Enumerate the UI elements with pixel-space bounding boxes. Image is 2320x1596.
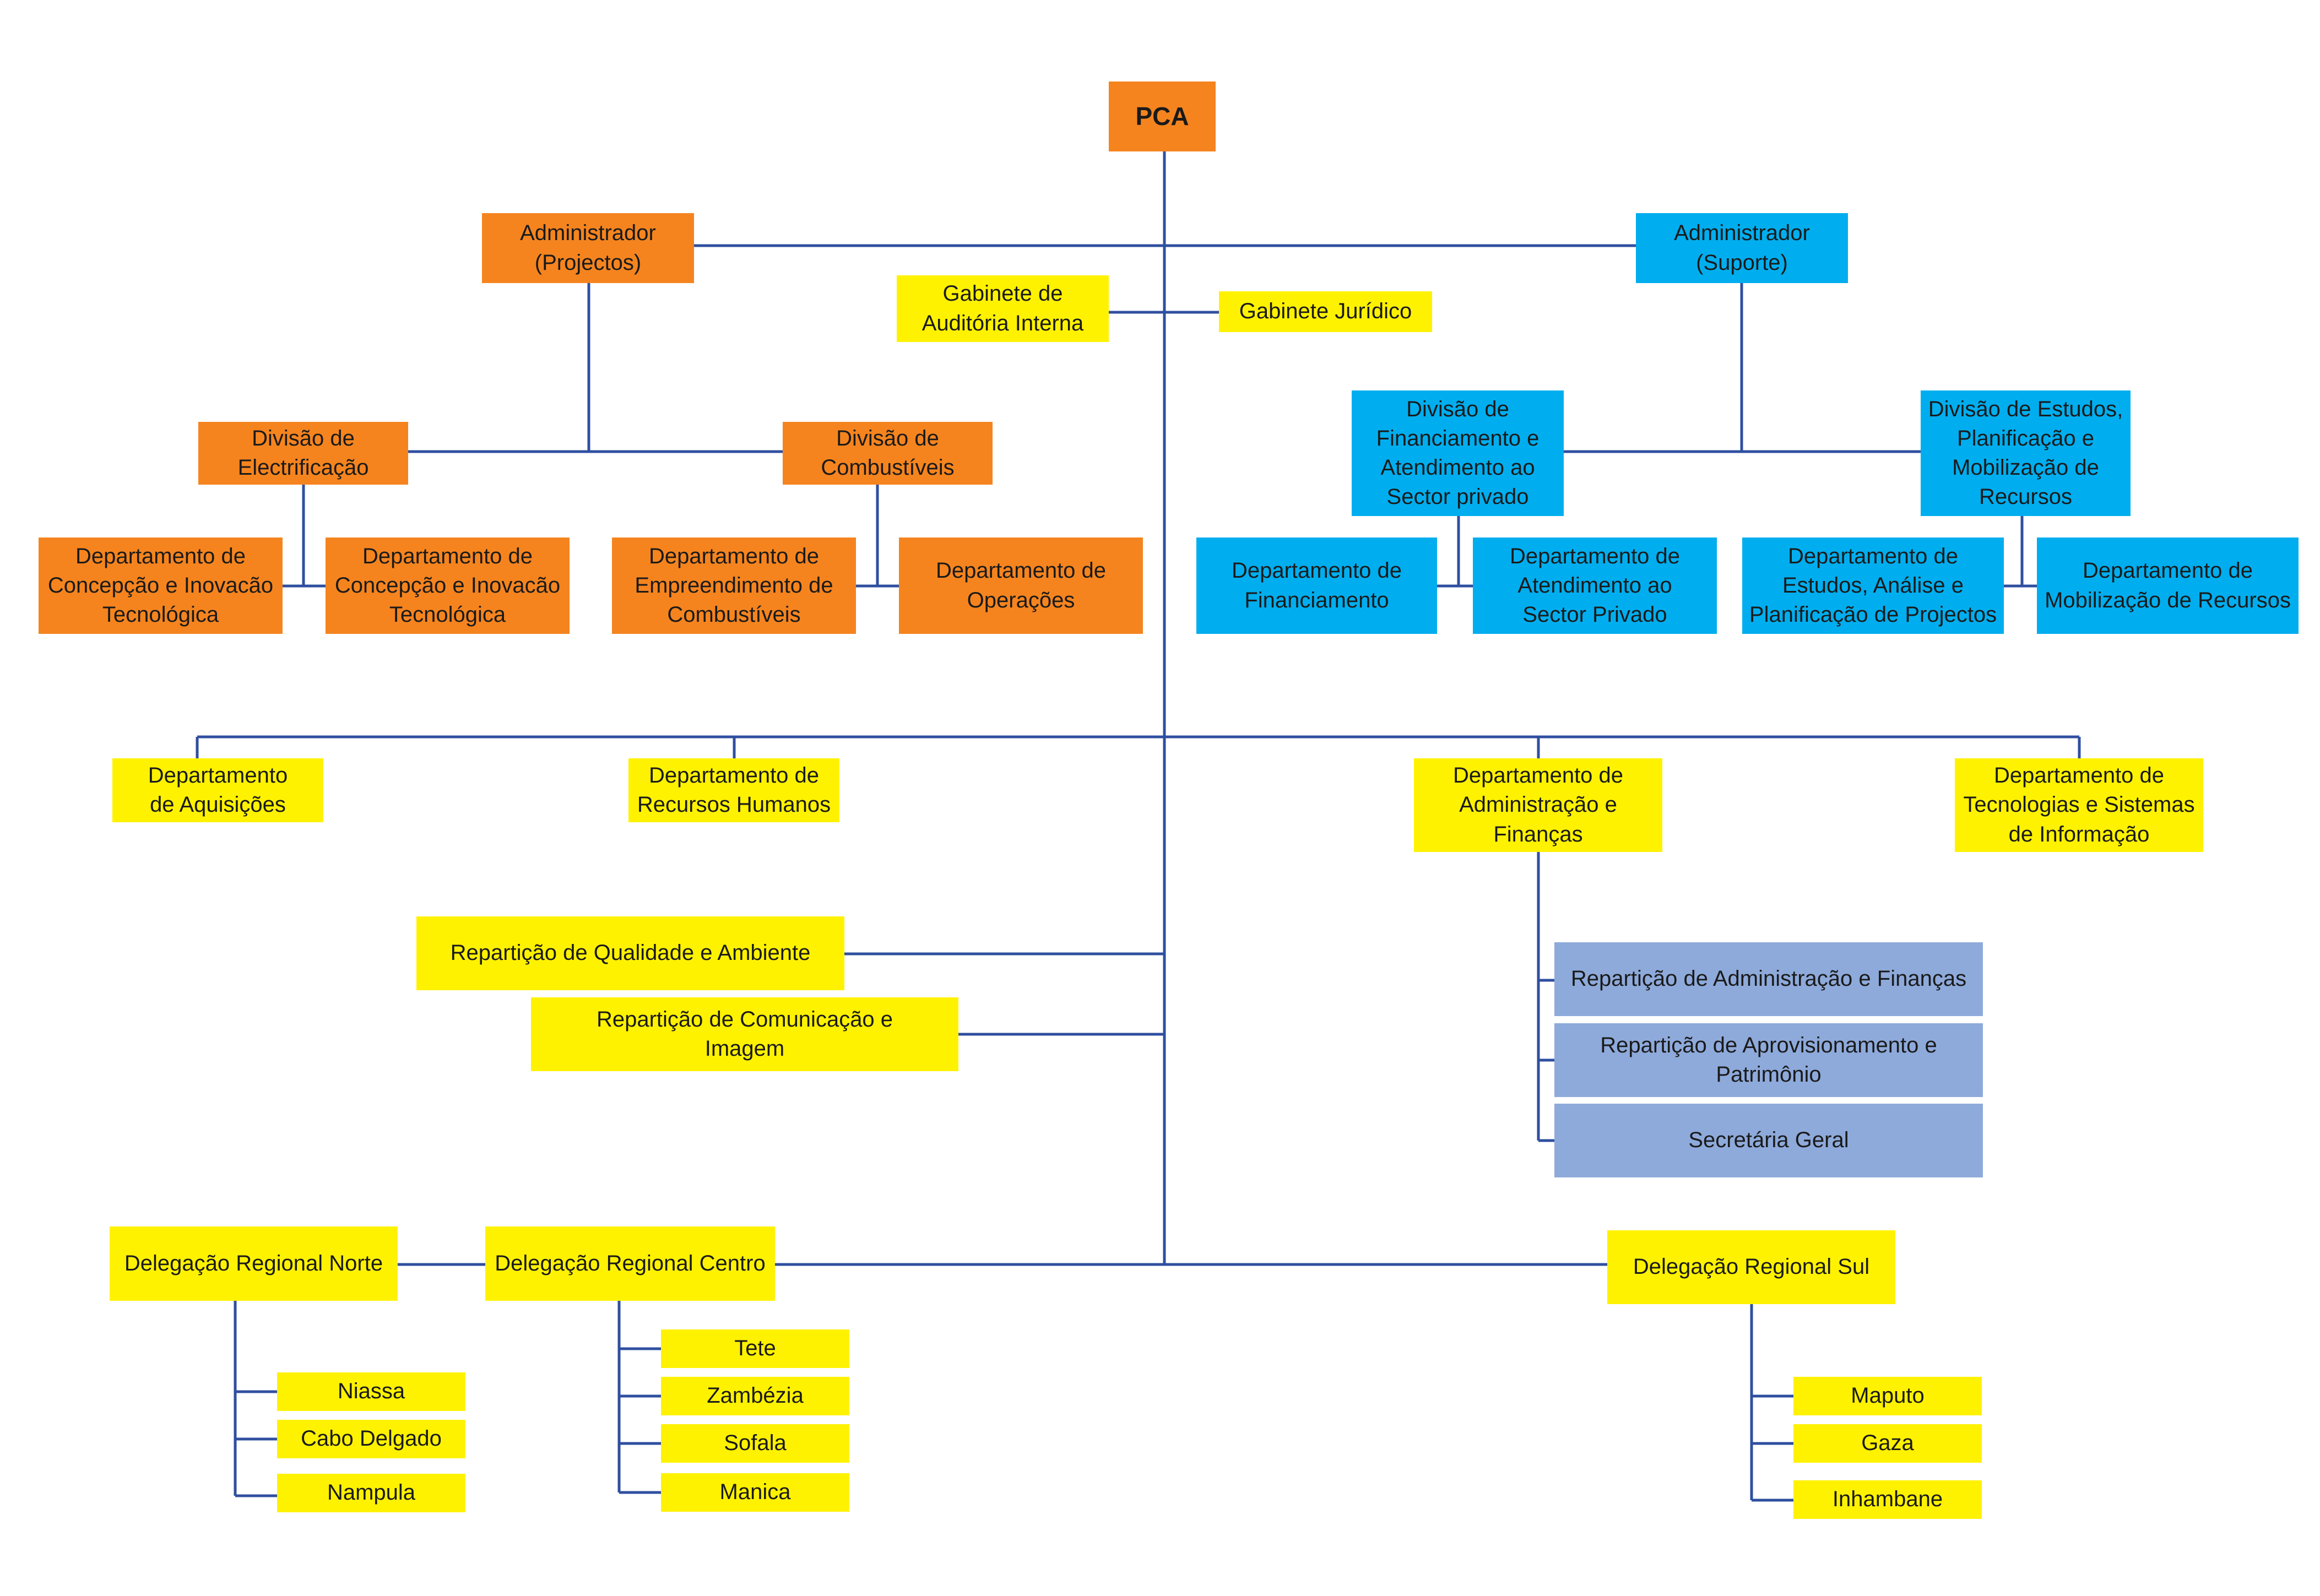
node-provincia-tete: Tete <box>661 1329 849 1368</box>
node-delegacao-sul: Delegação Regional Sul <box>1607 1230 1895 1304</box>
node-divisao-financiamento: Divisão de Financiamento e Atendimento a… <box>1352 390 1564 516</box>
node-administrador-suporte: Administrador (Suporte) <box>1636 213 1848 283</box>
node-dep-recursos-humanos: Departamento de Recursos Humanos <box>628 758 839 822</box>
node-secretaria-geral: Secretária Geral <box>1554 1104 1983 1177</box>
node-dep-estudos: Departamento de Estudos, Análise e Plani… <box>1742 538 2004 634</box>
node-gabinete-auditoria: Gabinete de Auditória Interna <box>897 275 1109 342</box>
node-provincia-nampula: Nampula <box>277 1474 465 1512</box>
node-rep-administracao-financas: Repartição de Administração e Finanças <box>1554 942 1983 1016</box>
node-rep-aprovisionamento: Repartição de Aprovisionamento e Patrimô… <box>1554 1023 1983 1097</box>
node-provincia-gaza: Gaza <box>1793 1424 1982 1463</box>
node-provincia-sofala: Sofala <box>661 1424 849 1463</box>
node-dep-mobilizacao: Departamento de Mobilização de Recursos <box>2037 538 2299 634</box>
node-provincia-zambezia: Zambézia <box>661 1377 849 1415</box>
node-provincia-maputo: Maputo <box>1793 1377 1982 1415</box>
node-dep-operacoes: Departamento de Operações <box>899 538 1143 634</box>
node-provincia-cabo-delgado: Cabo Delgado <box>277 1420 465 1458</box>
node-rep-qualidade-ambiente: Repartição de Qualidade e Ambiente <box>416 916 844 990</box>
node-dep-empreendimento: Departamento de Empreendimento de Combus… <box>612 538 856 634</box>
node-delegacao-centro: Delegação Regional Centro <box>485 1226 775 1301</box>
node-dep-administracao-financas: Departamento de Administração e Finanças <box>1414 758 1662 852</box>
node-dep-aquisicoes: Departamento de Aquisições <box>112 758 323 822</box>
node-dep-financiamento: Departamento de Financiamento <box>1196 538 1437 634</box>
node-provincia-niassa: Niassa <box>277 1372 465 1411</box>
node-divisao-electrificacao: Divisão de Electrificação <box>198 422 408 485</box>
node-divisao-estudos: Divisão de Estudos, Planificação e Mobil… <box>1921 390 2131 516</box>
node-divisao-combustiveis: Divisão de Combustíveis <box>783 422 993 485</box>
node-administrador-projectos: Administrador (Projectos) <box>482 213 694 283</box>
node-gabinete-juridico: Gabinete Jurídico <box>1219 291 1432 332</box>
node-dep-concepcao-2: Departamento de Concepção e Inovacão Tec… <box>326 538 570 634</box>
node-pca: PCA <box>1109 82 1216 151</box>
node-provincia-inhambane: Inhambane <box>1793 1480 1982 1519</box>
node-dep-concepcao-1: Departamento de Concepção e Inovacão Tec… <box>39 538 283 634</box>
node-dep-tecnologias: Departamento de Tecnologias e Sistemas d… <box>1955 758 2203 852</box>
node-dep-atendimento: Departamento de Atendimento ao Sector Pr… <box>1473 538 1717 634</box>
node-rep-comunicacao-imagem: Repartição de Comunicação e Imagem <box>531 997 958 1071</box>
node-delegacao-norte: Delegação Regional Norte <box>110 1226 398 1301</box>
node-provincia-manica: Manica <box>661 1473 849 1512</box>
